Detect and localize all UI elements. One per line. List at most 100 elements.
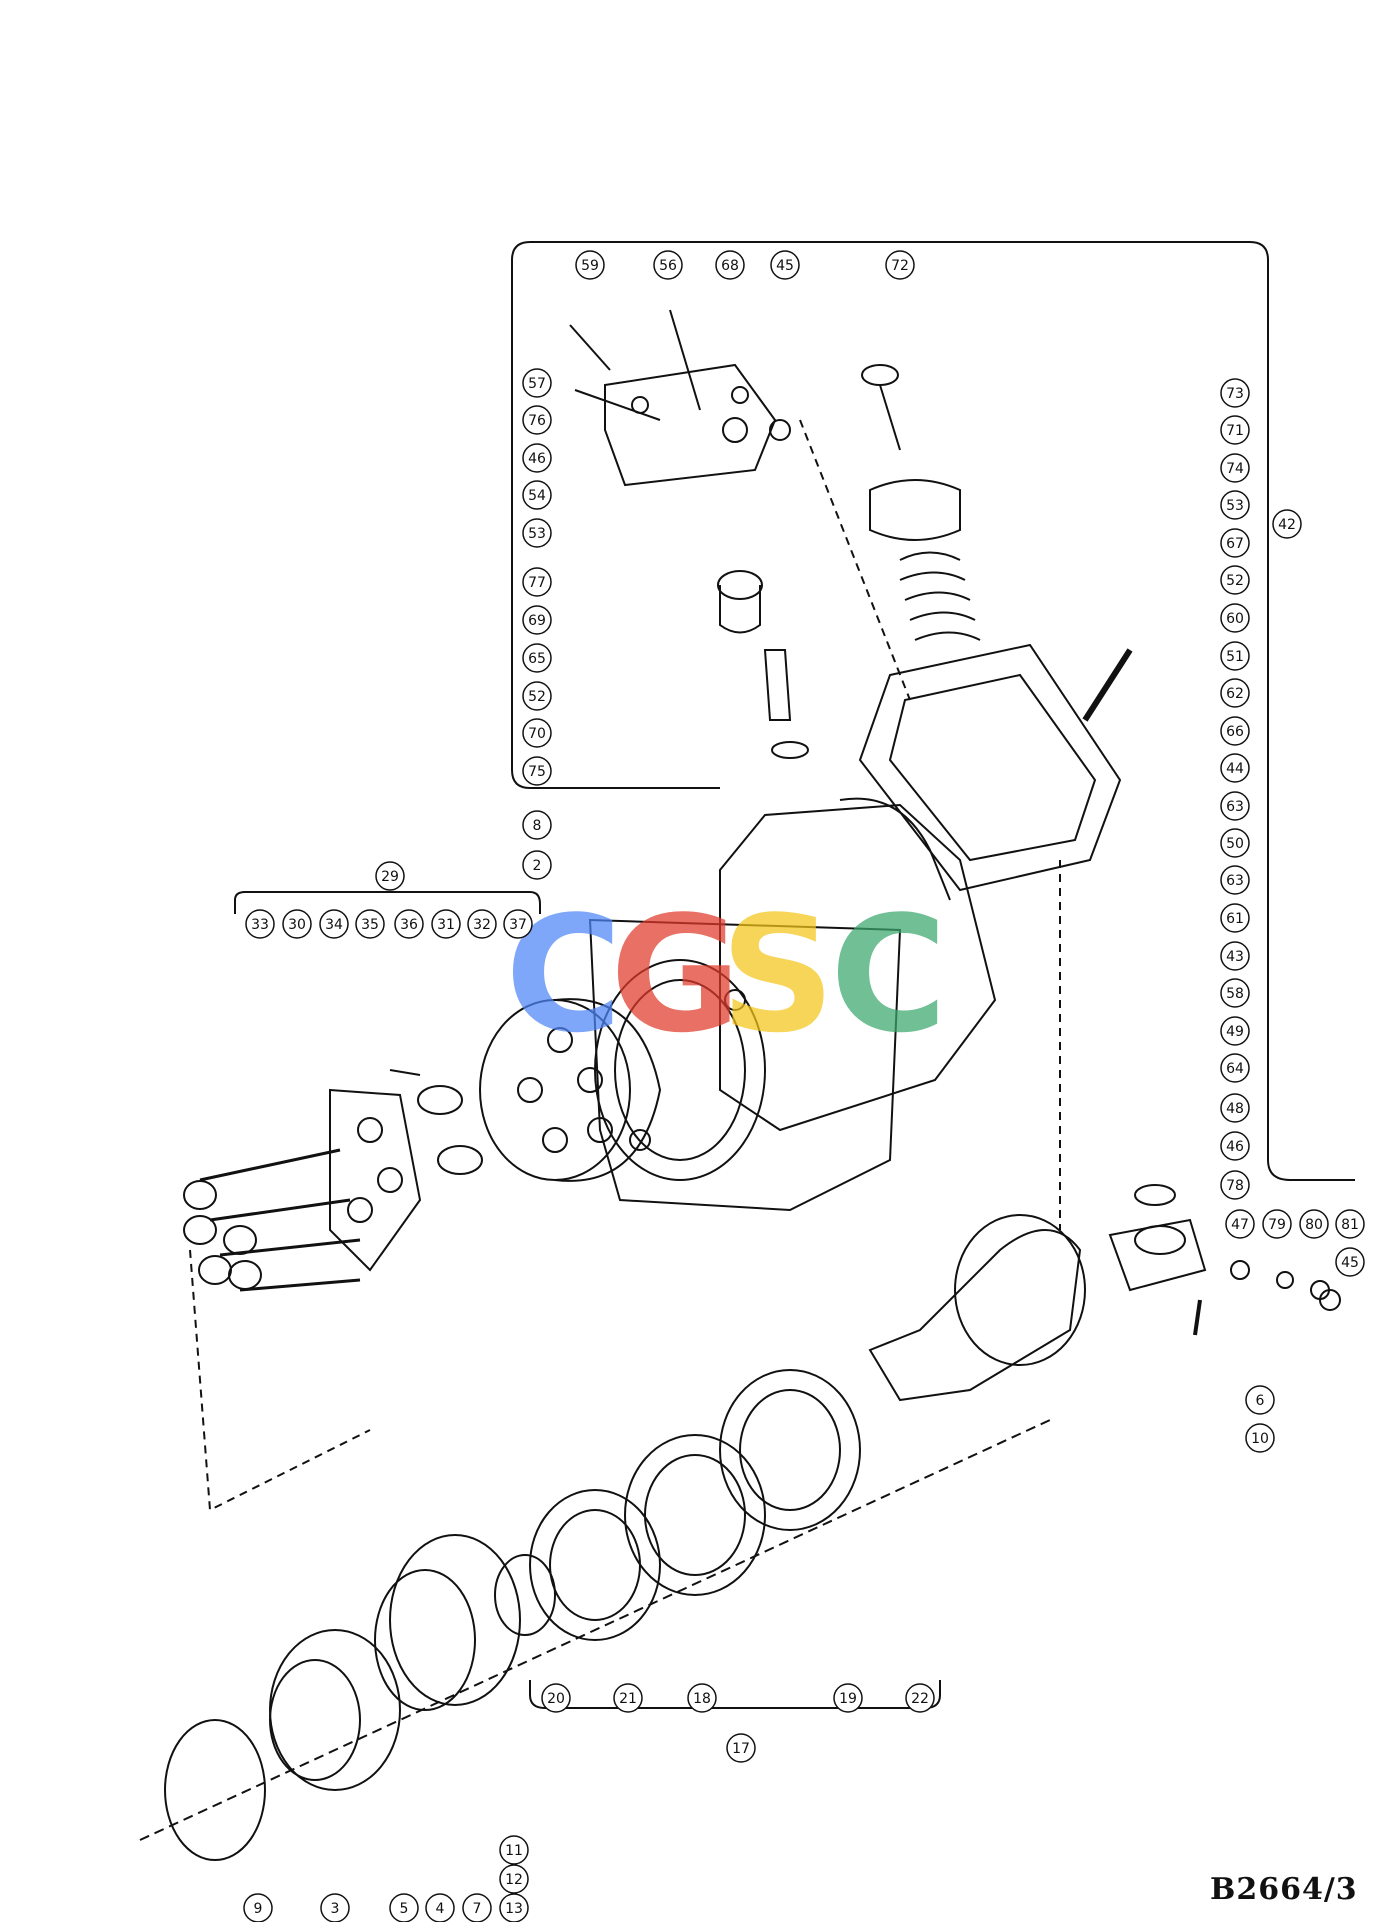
callout-label: 9: [254, 1901, 263, 1917]
callout-bubble: [1220, 565, 1250, 595]
callout-bubble: [1335, 1209, 1365, 1239]
callout-bubble: [499, 1864, 529, 1894]
callout-label: 31: [437, 917, 455, 933]
callout-label: 80: [1305, 1217, 1323, 1233]
callout-bubble: [1220, 678, 1250, 708]
callout-label: 52: [1226, 573, 1244, 589]
callout-label: 70: [528, 726, 546, 742]
callout-bubble: [1220, 941, 1250, 971]
callout-bubble: [243, 1893, 273, 1922]
callout-label: 35: [361, 917, 379, 933]
callout-label: 17: [732, 1741, 750, 1757]
callout-bubble: [715, 250, 745, 280]
callout-label: 57: [528, 376, 546, 392]
callout-bubble: [1220, 791, 1250, 821]
callout-bubble: [425, 1893, 455, 1922]
callout-label: 71: [1226, 423, 1244, 439]
callout-bubble: [522, 756, 552, 786]
callout-bubble: [1220, 641, 1250, 671]
callout-label: 75: [528, 764, 546, 780]
callout-bubble: [1245, 1385, 1275, 1415]
callout-bubble: [522, 850, 552, 880]
callout-label: 6: [1256, 1393, 1265, 1409]
callout-label: 47: [1231, 1217, 1249, 1233]
callout-label: 2: [533, 858, 542, 874]
callout-bubble: [1220, 1131, 1250, 1161]
callout-label: 76: [528, 413, 546, 429]
callout-bubble: [522, 605, 552, 635]
callout-label: 34: [325, 917, 343, 933]
callout-bubble: [726, 1733, 756, 1763]
callout-label: 53: [1226, 498, 1244, 514]
callout-label: 8: [533, 818, 542, 834]
callout-label: 60: [1226, 611, 1244, 627]
callout-label: 67: [1226, 536, 1244, 552]
callout-label: 46: [528, 451, 546, 467]
callout-bubble: [1220, 1053, 1250, 1083]
callout-bubble: [1220, 378, 1250, 408]
callout-bubble: [389, 1893, 419, 1922]
callout-bubble: [1245, 1423, 1275, 1453]
callout-bubble: [467, 909, 497, 939]
callout-bubble: [1220, 903, 1250, 933]
callout-bubble: [522, 643, 552, 673]
callout-bubble: [1220, 716, 1250, 746]
group-boundary-42: [511, 241, 1355, 1181]
callout-label: 43: [1226, 949, 1244, 965]
callout-label: 56: [659, 258, 677, 274]
callout-bubble: [1220, 453, 1250, 483]
callout-label: 52: [528, 689, 546, 705]
callout-label: 65: [528, 651, 546, 667]
callout-label: 62: [1226, 686, 1244, 702]
callout-bubble: [613, 1683, 643, 1713]
callout-label: 74: [1226, 461, 1244, 477]
watermark-letter: G: [610, 881, 741, 1068]
callout-bubble: [319, 909, 349, 939]
callout-label: 10: [1251, 1431, 1269, 1447]
callout-label: 69: [528, 613, 546, 629]
callout-label: 12: [505, 1872, 523, 1888]
watermark-letter: C: [505, 881, 622, 1068]
callout-bubble: [245, 909, 275, 939]
callout-label: 20: [547, 1691, 565, 1707]
callout-bubble: [320, 1893, 350, 1922]
callout-bubble: [282, 909, 312, 939]
callout-label: 33: [251, 917, 269, 933]
callout-label: 7: [473, 1901, 482, 1917]
callout-label: 42: [1278, 517, 1296, 533]
callout-label: 13: [505, 1901, 523, 1917]
callout-bubble: [885, 250, 915, 280]
callout-bubble: [575, 250, 605, 280]
callout-label: 45: [1341, 1255, 1359, 1271]
callout-label: 77: [528, 575, 546, 591]
callout-label: 3: [331, 1901, 340, 1917]
callout-bubble: [1220, 828, 1250, 858]
output-shaft: [868, 1229, 1082, 1402]
callout-bubble: [1220, 753, 1250, 783]
callout-bubble: [1220, 415, 1250, 445]
valve-block: [858, 643, 1122, 892]
group-boundary-29: [234, 891, 541, 914]
callout-label: 44: [1226, 761, 1244, 777]
callout-bubble: [522, 567, 552, 597]
callout-label: 19: [839, 1691, 857, 1707]
callout-bubble: [1220, 1170, 1250, 1200]
callout-bubble: [1220, 490, 1250, 520]
callout-label: 54: [528, 488, 546, 504]
callout-bubble: [1220, 865, 1250, 895]
callout-bubble: [522, 681, 552, 711]
callout-label: 49: [1226, 1024, 1244, 1040]
callout-bubble: [1220, 978, 1250, 1008]
callout-label: 68: [721, 258, 739, 274]
callout-bubble: [522, 518, 552, 548]
callout-label: 30: [288, 917, 306, 933]
callout-bubble: [1220, 1093, 1250, 1123]
callout-label: 64: [1226, 1061, 1244, 1077]
callout-label: 29: [381, 869, 399, 885]
callout-label: 66: [1226, 724, 1244, 740]
callout-bubble: [1299, 1209, 1329, 1239]
callout-label: 63: [1226, 799, 1244, 815]
callout-bubble: [522, 443, 552, 473]
